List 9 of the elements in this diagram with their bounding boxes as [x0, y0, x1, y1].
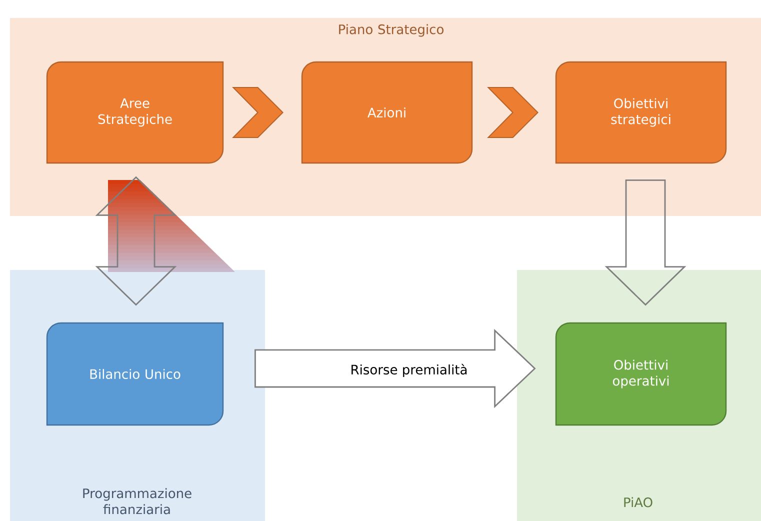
process-box: Azioni: [301, 61, 473, 164]
process-box: Obiettivi operativi: [555, 322, 727, 426]
chevron-arrow: [487, 87, 538, 138]
block-arrow: [604, 180, 686, 306]
process-box: Obiettivi strategici: [555, 61, 727, 164]
process-box: Bilancio Unico: [46, 322, 224, 426]
chevron-arrow: [232, 87, 284, 138]
edge-label: Risorse premialità: [352, 364, 467, 378]
process-box: Aree Strategiche: [46, 61, 224, 164]
